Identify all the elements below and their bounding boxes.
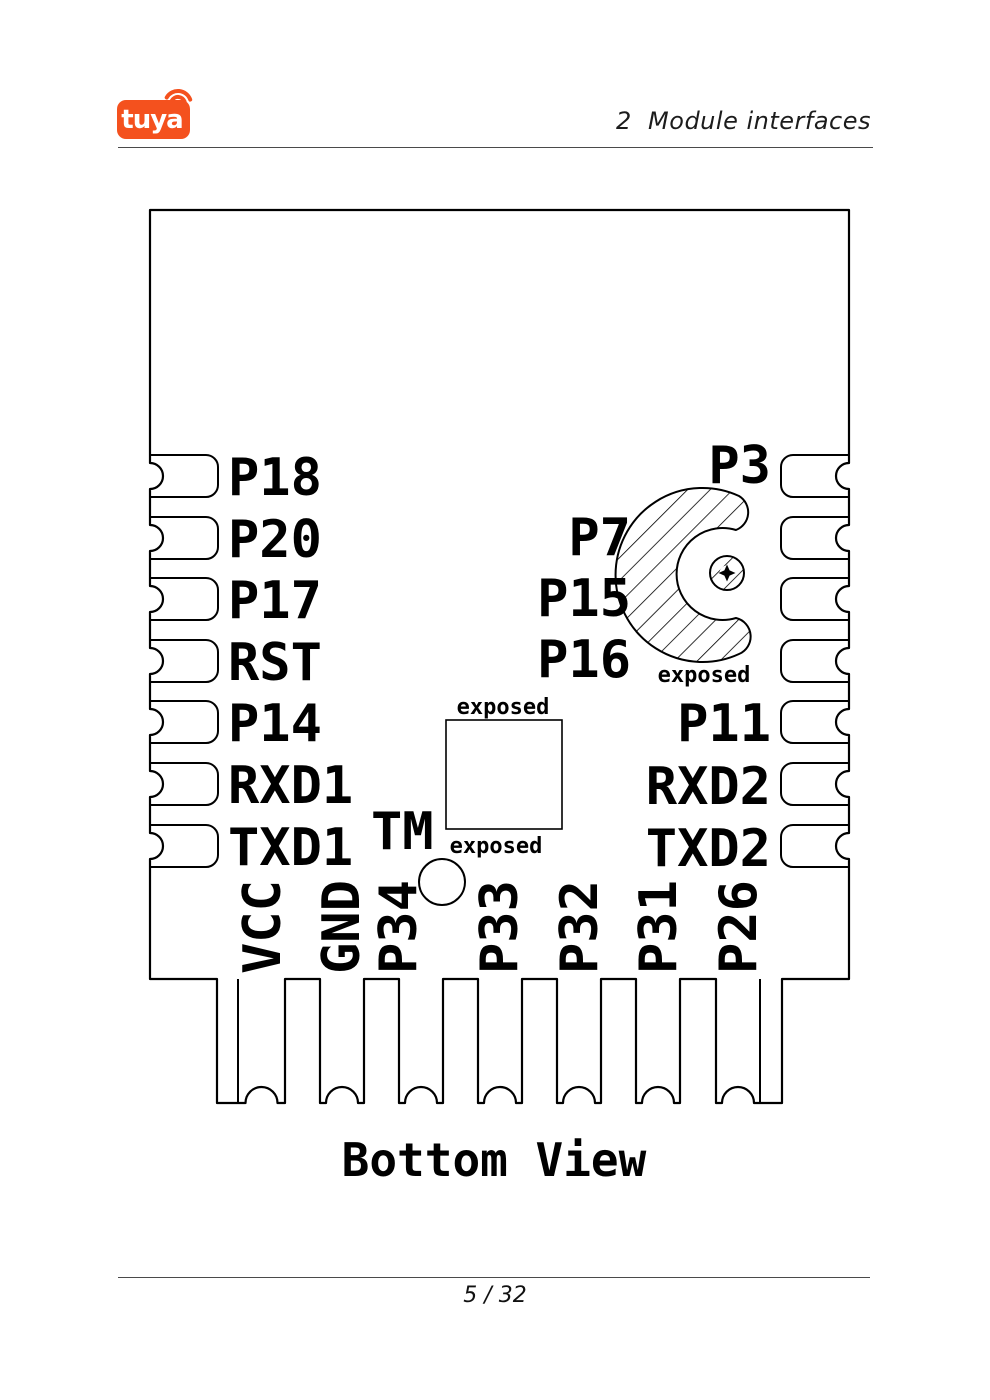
tm-test-point-circle <box>418 858 466 906</box>
logo-wordmark: tuya <box>121 105 182 135</box>
bottom-pin-label: GND <box>312 880 372 974</box>
bottom-pin-label: P34 <box>369 880 429 974</box>
right-pin-label: TXD2 <box>646 819 771 879</box>
right-pads <box>780 454 849 868</box>
right-pad <box>780 762 849 806</box>
left-pad <box>150 577 219 621</box>
antenna-exposed-label: exposed <box>658 663 751 688</box>
left-pad <box>150 454 219 498</box>
bottom-pin-label: P32 <box>550 880 610 974</box>
wifi-arc-outer <box>164 89 193 102</box>
right-pad <box>780 454 849 498</box>
left-pads <box>150 454 219 868</box>
left-pin-label: TXD1 <box>228 818 353 878</box>
left-pin-label: P14 <box>228 694 322 754</box>
right-pad <box>780 639 849 683</box>
diagram-caption: Bottom View <box>342 1133 647 1187</box>
center-exposed-pad <box>445 719 563 830</box>
center-pad-exposed-label-bottom: exposed <box>450 834 543 859</box>
module-outline <box>148 208 851 1105</box>
left-pad <box>150 639 219 683</box>
center-pad-exposed-label-top: exposed <box>457 695 550 720</box>
bottom-pin-label: P33 <box>470 880 530 974</box>
right-pin-label: RXD2 <box>646 757 771 817</box>
header-section-title: 2 Module interfaces <box>616 107 871 135</box>
wifi-icon <box>164 89 193 104</box>
right-pin-label: P7 <box>568 508 631 568</box>
left-pin-label: RXD1 <box>228 756 353 816</box>
bottom-pin-label: P26 <box>709 880 769 974</box>
wifi-arc-inner <box>169 94 187 104</box>
left-pin-label: RST <box>228 633 322 693</box>
header-divider <box>118 147 873 148</box>
right-pin-label: P15 <box>537 569 631 629</box>
antenna-exposed-area <box>614 487 752 663</box>
bottom-pin-label: P31 <box>629 880 689 974</box>
right-pin-label: P3 <box>708 436 771 496</box>
left-pin-label: P17 <box>228 571 322 631</box>
tuya-logo: tuya <box>117 87 195 139</box>
right-pad <box>780 700 849 744</box>
antenna-via-star-icon <box>718 564 736 582</box>
footer-divider <box>118 1277 870 1278</box>
left-pad <box>150 700 219 744</box>
antenna-crescent <box>614 487 752 663</box>
tm-label: TM <box>371 802 434 862</box>
left-pad <box>150 516 219 560</box>
logo-badge <box>117 100 190 139</box>
right-pin-label: P11 <box>677 694 771 754</box>
right-pad <box>780 824 849 868</box>
left-pin-labels: P18 P20 P17 RST P14 RXD1 TXD1 <box>228 448 353 878</box>
left-pad <box>150 824 219 868</box>
left-pin-label: P20 <box>228 510 322 570</box>
right-pin-labels: P3 P7 P15 P16 P11 RXD2 TXD2 <box>537 436 771 879</box>
right-pin-label: P16 <box>537 630 631 690</box>
left-pad <box>150 762 219 806</box>
right-pad <box>780 577 849 621</box>
bottom-pin-labels: VCC GND P34 P33 P32 P31 P26 <box>233 880 769 974</box>
left-pin-label: P18 <box>228 448 322 508</box>
right-pad <box>780 516 849 560</box>
page-number: 5 / 32 <box>463 1283 527 1308</box>
bottom-pin-label: VCC <box>233 880 293 974</box>
